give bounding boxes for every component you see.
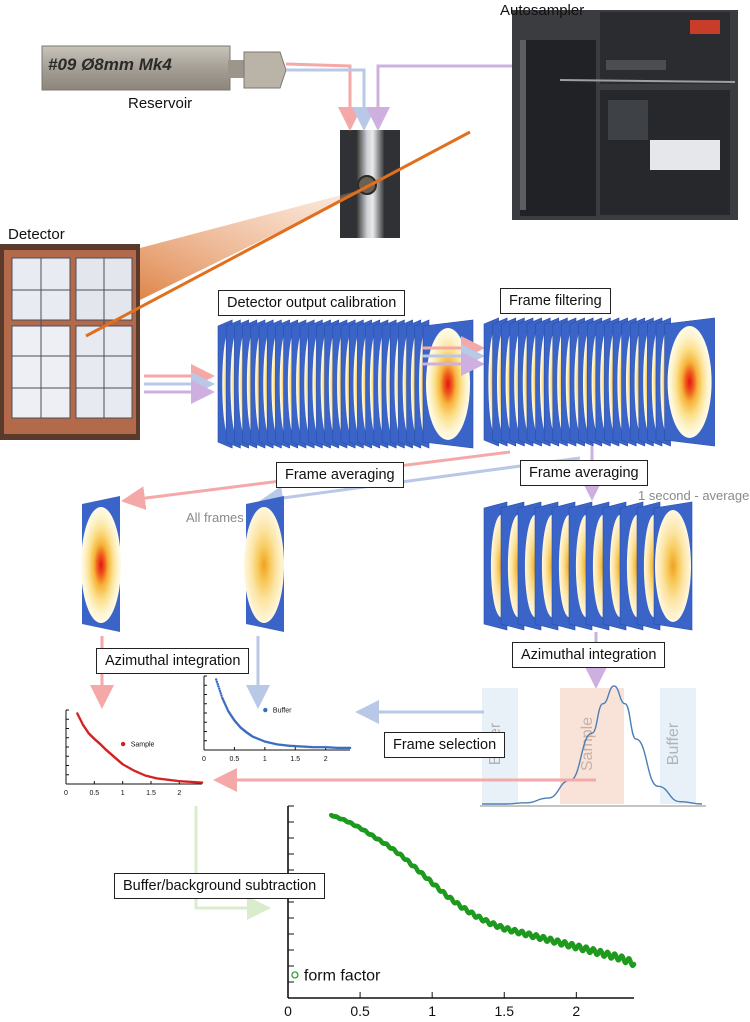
one-second-average-stack: [483, 501, 693, 631]
data-point: [220, 694, 223, 697]
data-point: [218, 689, 222, 693]
inlet-paths: [285, 62, 512, 131]
buffer-curve-plot: 0 0.5 1 1.5 2 Buffer: [202, 675, 352, 763]
calibration-to-filtering-arrows: [422, 336, 485, 376]
x-ray-beam: [85, 130, 471, 338]
averaged-sample-frame: [81, 496, 121, 632]
x-tick-label: 1.5: [146, 790, 156, 797]
reservoir-engraving: #09 Ø8mm Mk4: [48, 55, 172, 74]
frame-selection-box: Frame selection: [384, 732, 506, 758]
averaged-buffer-frame: [244, 496, 284, 632]
form-factor-plot: 0 0.5 1 1.5 2 form factor: [284, 805, 637, 1019]
data-point: [631, 961, 637, 967]
frame-averaging-all-box: Frame averaging: [276, 462, 404, 488]
x-tick-label: 1: [121, 790, 125, 797]
detector-to-calibration-arrows: [144, 364, 215, 404]
detector-photo: [0, 244, 140, 440]
filtered-frames-stack: [483, 317, 715, 447]
autosampler-machine: [512, 10, 738, 220]
calibrated-pattern: [426, 328, 470, 440]
data-point: [214, 678, 218, 681]
data-point: [219, 692, 222, 695]
x-tick-label: 2: [177, 790, 181, 797]
x-tick-label: 1: [428, 1003, 436, 1019]
detector-label: Detector: [8, 226, 65, 243]
data-point: [217, 687, 221, 690]
azimuthal-integration-left-box: Azimuthal integration: [96, 648, 250, 674]
sample-region: [560, 688, 624, 804]
x-tick-label: 0: [284, 1003, 292, 1019]
calibrated-frames-stack: [217, 319, 474, 449]
frame-selection-arrows: [213, 700, 596, 792]
x-tick-label: 0.5: [230, 756, 240, 763]
x-tick-label: 1: [263, 756, 267, 763]
data-point: [217, 685, 220, 688]
data-point: [215, 680, 219, 684]
elution-curve: [482, 685, 703, 805]
legend-marker: [120, 741, 126, 747]
buffer-region-right-label: Buffer: [665, 722, 682, 765]
buffer-region-right: [660, 688, 696, 804]
azimuthal-integration-right-box: Azimuthal integration: [512, 642, 666, 668]
legend-label: form factor: [304, 967, 381, 984]
averaged-pattern: [655, 510, 691, 622]
legend-marker: [291, 971, 299, 979]
data-point: [200, 781, 204, 784]
all-frames-label: All frames: [186, 510, 244, 525]
x-tick-label: 0: [64, 790, 68, 797]
x-tick-label: 2: [572, 1003, 580, 1019]
autosampler-label: Autosampler: [500, 2, 585, 19]
filtered-pattern: [667, 326, 712, 438]
frame-filtering-box: Frame filtering: [500, 288, 611, 314]
elution-profile-panel: Buffer Sample Buffer: [480, 685, 706, 807]
x-tick-label: 1.5: [495, 1003, 515, 1019]
x-tick-label: 2: [324, 756, 328, 763]
reservoir-label: Reservoir: [128, 95, 193, 112]
legend-marker: [263, 707, 268, 713]
frame-averaging-1s-box: Frame averaging: [520, 460, 648, 486]
buffer-subtraction-box: Buffer/background subtraction: [114, 873, 326, 899]
subtraction-arrow: [194, 806, 271, 920]
x-tick-label: 0: [202, 756, 206, 763]
sample-region-label: Sample: [579, 717, 596, 771]
reservoir-rod: [41, 45, 287, 91]
x-tick-label: 1.5: [290, 756, 300, 763]
sample-curve-plot: 0 0.5 1 1.5 2 Sample: [64, 709, 204, 797]
x-tick-label: 0.5: [350, 1003, 370, 1019]
data-point: [216, 682, 219, 686]
legend-label: Sample: [131, 741, 155, 748]
data-point: [348, 746, 352, 750]
one-second-average-label: 1 second - average: [638, 488, 750, 503]
detector-output-calibration-box: Detector output calibration: [218, 290, 406, 316]
legend-label: Buffer: [273, 707, 292, 714]
x-tick-label: 0.5: [89, 790, 99, 797]
